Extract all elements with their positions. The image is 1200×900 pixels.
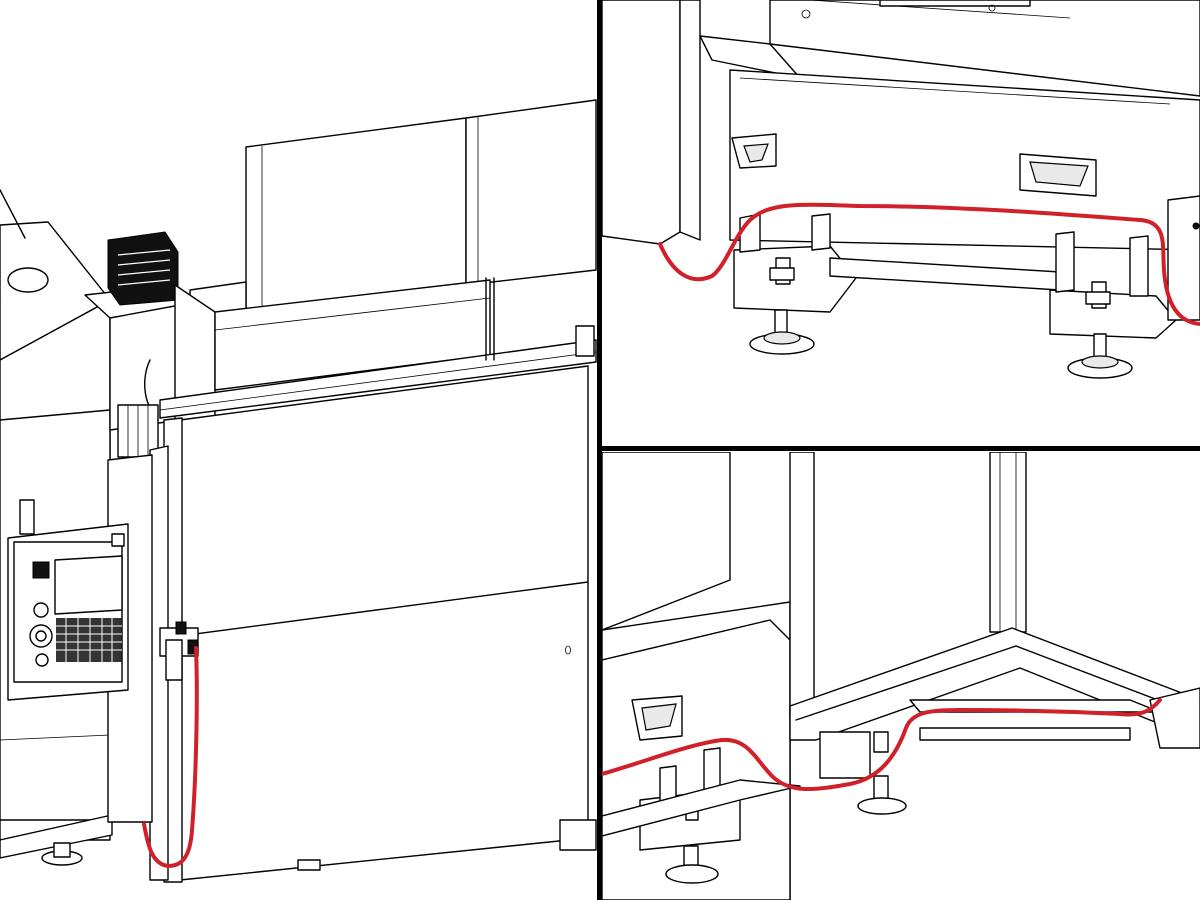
detail-bottom-panel xyxy=(602,452,1200,900)
cable-path-main xyxy=(142,646,199,868)
leveling-foot-icon-4 xyxy=(819,731,907,815)
electrical-cabinet xyxy=(84,231,491,458)
vertical-divider xyxy=(597,0,602,900)
control-pendant-icon xyxy=(7,499,129,701)
rear-enclosure-panels xyxy=(189,99,597,319)
leveling-foot-icon xyxy=(733,213,857,355)
cable-path-top xyxy=(658,202,1200,326)
detail-top-panel xyxy=(602,0,1200,379)
leveling-foot-icon-2 xyxy=(1049,231,1177,379)
door-connector xyxy=(159,621,199,681)
cable-path-bottom xyxy=(602,698,1162,791)
horizontal-divider xyxy=(602,446,1200,451)
main-panel xyxy=(0,99,597,883)
top-rail xyxy=(159,277,597,419)
